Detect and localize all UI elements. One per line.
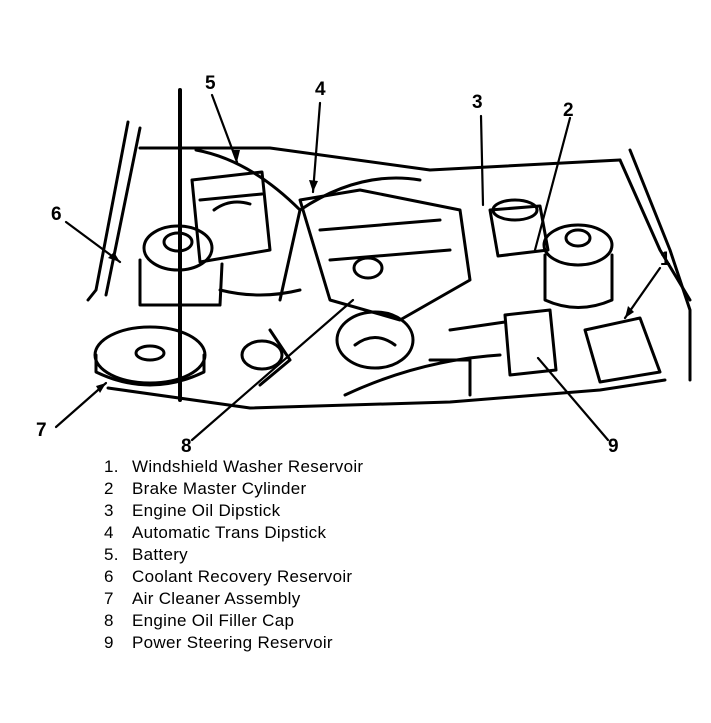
legend-item: 9 Power Steering Reservoir	[104, 632, 363, 654]
leader-line-2	[533, 116, 572, 252]
washer-reservoir-shape	[583, 316, 662, 384]
legend-item: 3 Engine Oil Dipstick	[104, 500, 363, 522]
engine-block	[298, 188, 472, 322]
legend-number: 7	[104, 589, 114, 608]
leader-line-7	[54, 381, 108, 429]
right-fender-outline	[628, 148, 692, 382]
legend-label: Engine Oil Filler Cap	[132, 611, 295, 630]
callout-3: 3	[472, 92, 483, 113]
legend-label: Air Cleaner Assembly	[132, 589, 301, 608]
legend-number: 8	[104, 611, 114, 630]
leader-line-4	[311, 101, 322, 194]
battery-shape	[190, 170, 272, 264]
intake-hose	[194, 148, 302, 302]
callout-1: 1	[660, 249, 671, 270]
legend-label: Windshield Washer Reservoir	[132, 457, 364, 476]
legend-number: 5.	[104, 545, 119, 564]
left-fender-outline	[86, 120, 130, 302]
legend-label: Engine Oil Dipstick	[132, 501, 281, 520]
oil-filler-cap-shape	[352, 256, 384, 280]
callout-6: 6	[51, 204, 62, 225]
legend-label: Automatic Trans Dipstick	[132, 523, 327, 542]
callout-9: 9	[608, 436, 619, 457]
leader-line-9	[536, 356, 610, 442]
strut-tower	[542, 223, 614, 267]
legend-item: 6 Coolant Recovery Reservoir	[104, 566, 363, 588]
leader-line-8	[190, 298, 355, 442]
callout-4: 4	[315, 79, 326, 100]
firewall-outline	[138, 146, 622, 172]
legend-number: 4	[104, 523, 114, 542]
legend-item: 1. Windshield Washer Reservoir	[104, 456, 363, 478]
legend-label: Coolant Recovery Reservoir	[132, 567, 353, 586]
legend-number: 9	[104, 633, 114, 652]
legend-item: 8 Engine Oil Filler Cap	[104, 610, 363, 632]
callout-5: 5	[205, 73, 216, 94]
legend-label: Battery	[132, 545, 188, 564]
legend-item: 5. Battery	[104, 544, 363, 566]
callout-7: 7	[36, 420, 47, 441]
callout-8: 8	[181, 436, 192, 457]
legend-label: Brake Master Cylinder	[132, 479, 307, 498]
brake-master-cylinder-shape	[488, 204, 550, 258]
coolant-reservoir-shape	[142, 224, 214, 272]
engine-pulley	[335, 310, 415, 370]
callout-2: 2	[563, 100, 574, 121]
legend-item: 4 Automatic Trans Dipstick	[104, 522, 363, 544]
legend-number: 2	[104, 479, 114, 498]
power-steering-reservoir-shape	[503, 308, 558, 377]
legend-number: 3	[104, 501, 114, 520]
air-cleaner-shape	[93, 325, 207, 385]
legend-number: 6	[104, 567, 114, 586]
legend-item: 2 Brake Master Cylinder	[104, 478, 363, 500]
legend-label: Power Steering Reservoir	[132, 633, 333, 652]
component-legend: 1. Windshield Washer Reservoir 2 Brake Mas…	[104, 456, 363, 654]
legend-number: 1.	[104, 457, 119, 476]
legend-item: 7 Air Cleaner Assembly	[104, 588, 363, 610]
leader-line-3	[479, 114, 485, 207]
front-bumper-outline	[106, 378, 667, 410]
